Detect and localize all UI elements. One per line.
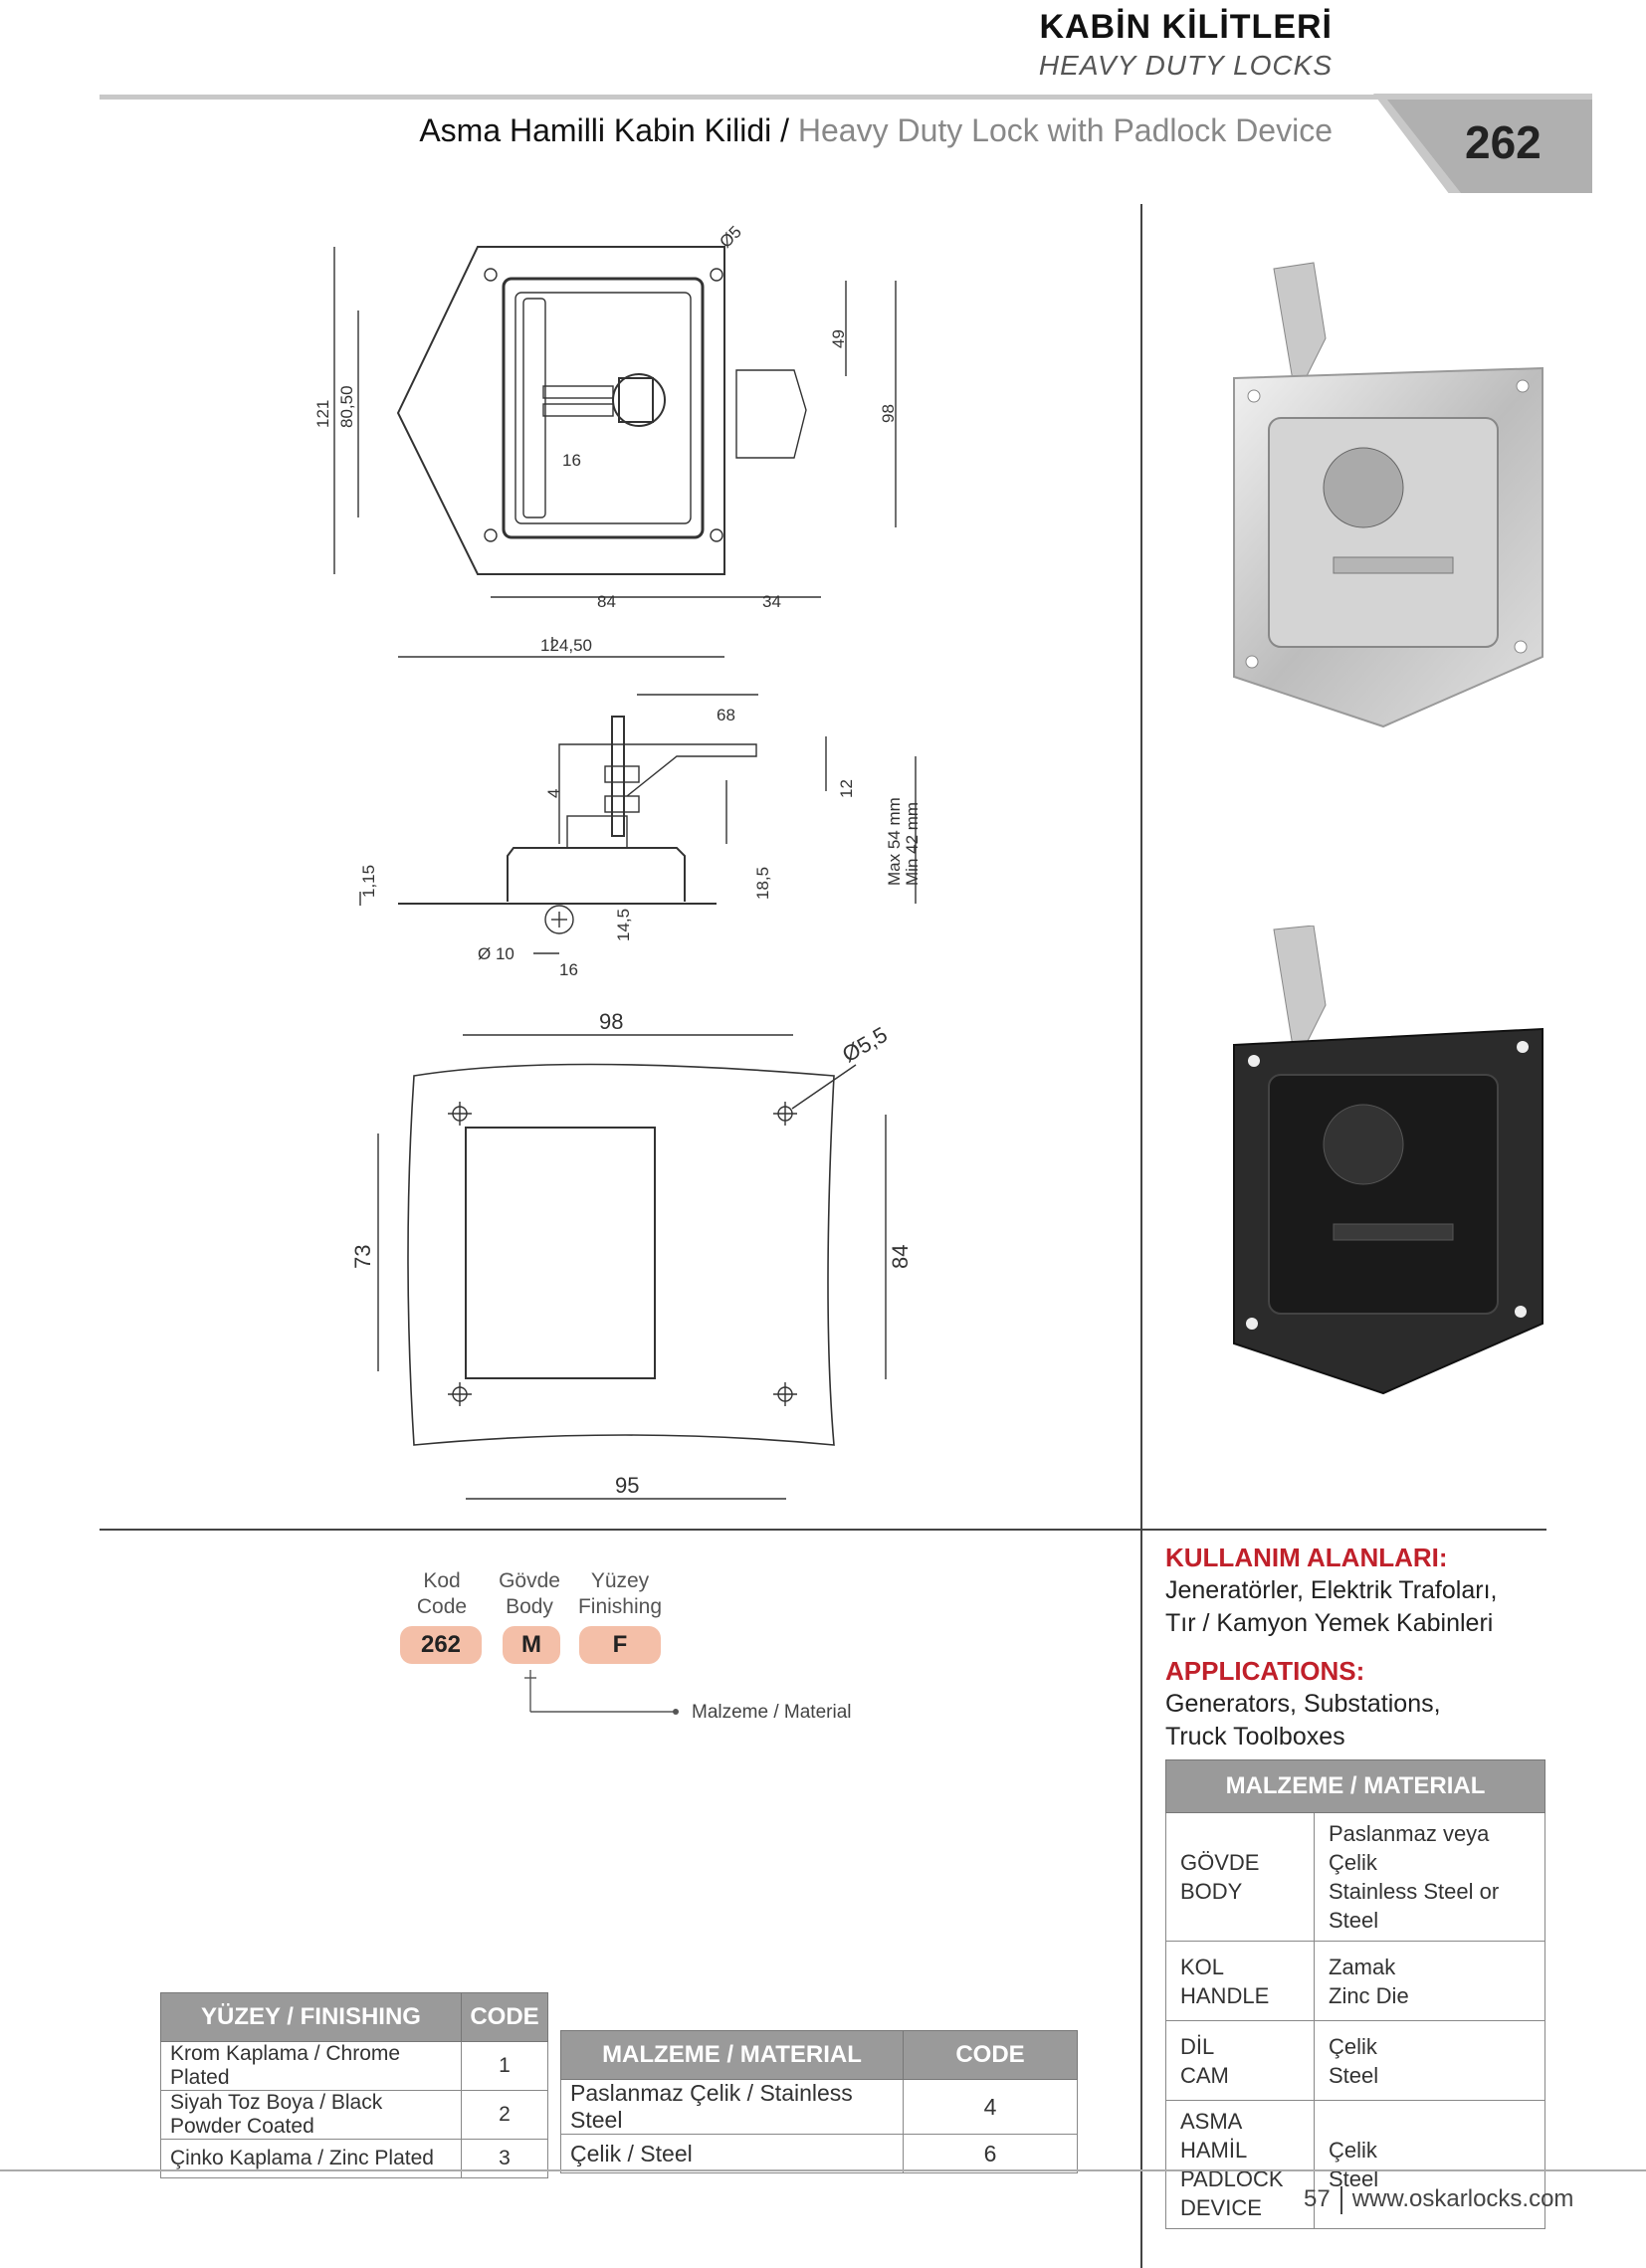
dim-4: 4	[544, 789, 563, 798]
page-number: 57	[1304, 2185, 1331, 2212]
dim-95: 95	[615, 1473, 639, 1498]
finishing-header: YÜZEY / FINISHING	[160, 1992, 462, 2042]
page-code-tab: 262	[1373, 94, 1632, 199]
body-pill: M	[503, 1626, 560, 1664]
footer-divider	[0, 2169, 1646, 2171]
material-code-header: CODE	[903, 2030, 1078, 2080]
technical-drawing: Ø5 121 80,50 49 98 16 84 34 124,50 68 4 …	[313, 222, 922, 1500]
dim-max: Max 54 mm	[885, 797, 904, 886]
dim-dia10: Ø 10	[478, 944, 514, 963]
dim-121: 121	[313, 400, 332, 428]
dim-124-50: 124,50	[540, 636, 592, 655]
dim-49: 49	[829, 329, 848, 348]
material-code-table: MALZEME / MATERIAL CODE Paslanmaz Çelik …	[560, 2030, 1078, 2173]
page-code-shape	[1373, 94, 1592, 193]
category-title: KABİN KİLİTLERİ	[1039, 8, 1333, 46]
dim-98-cutout: 98	[599, 1009, 623, 1034]
finishing-table: YÜZEY / FINISHING CODE Krom Kaplama / Ch…	[160, 1992, 548, 2178]
section-divider	[100, 1529, 1546, 1531]
column-divider	[1140, 204, 1142, 2268]
code-pill: 262	[400, 1626, 482, 1664]
material-connector	[524, 1670, 679, 1715]
product-title-en: Heavy Duty Lock with Padlock Device	[797, 112, 1333, 148]
finishing-code-header: CODE	[461, 1992, 548, 2042]
product-title: Asma Hamilli Kabin Kilidi / Heavy Duty L…	[419, 112, 1333, 149]
finishing-pill: F	[579, 1626, 661, 1664]
applications-text-en: Generators, Substations,Truck Toolboxes	[1165, 1690, 1441, 1751]
dim-80-50: 80,50	[337, 385, 356, 428]
dim-14-5: 14,5	[614, 909, 633, 941]
material-note: Malzeme / Material	[692, 1702, 852, 1723]
dim-16-side: 16	[559, 960, 578, 979]
material-header: MALZEME / MATERIAL	[560, 2030, 904, 2080]
dim-84-top: 84	[597, 592, 616, 611]
dim-dia5-5: Ø5,5	[838, 1022, 892, 1068]
dim-min: Min 42 mm	[903, 802, 922, 886]
dim-68: 68	[717, 706, 735, 724]
footer-separator	[1339, 2185, 1342, 2214]
dim-34: 34	[762, 592, 781, 611]
usage-title: KULLANIM ALANLARI:	[1165, 1543, 1448, 1572]
material-table-header: MALZEME / MATERIAL	[1165, 1759, 1545, 1813]
dim-18-5: 18,5	[753, 867, 772, 900]
dim-1-15: 1,15	[359, 865, 378, 898]
chrome-lock-photo	[1233, 262, 1543, 728]
website-link[interactable]: www.oskarlocks.com	[1351, 2185, 1574, 2212]
header-divider	[100, 95, 1383, 100]
black-lock-photo	[1233, 926, 1543, 1395]
page-code-number: 262	[1465, 116, 1542, 168]
applications-title: APPLICATIONS:	[1165, 1656, 1365, 1686]
footer: 57 www.oskarlocks.com	[1304, 2185, 1573, 2214]
dim-98: 98	[879, 404, 898, 423]
dim-16-top: 16	[562, 451, 581, 470]
dim-73: 73	[350, 1245, 375, 1269]
usage-text-tr: Jeneratörler, Elektrik Trafoları,Tır / K…	[1165, 1576, 1498, 1637]
category-subtitle: HEAVY DUTY LOCKS	[1038, 50, 1333, 81]
dim-84-cutout: 84	[888, 1245, 913, 1269]
product-title-tr: Asma Hamilli Kabin Kilidi /	[419, 112, 789, 148]
dim-12: 12	[837, 779, 856, 798]
